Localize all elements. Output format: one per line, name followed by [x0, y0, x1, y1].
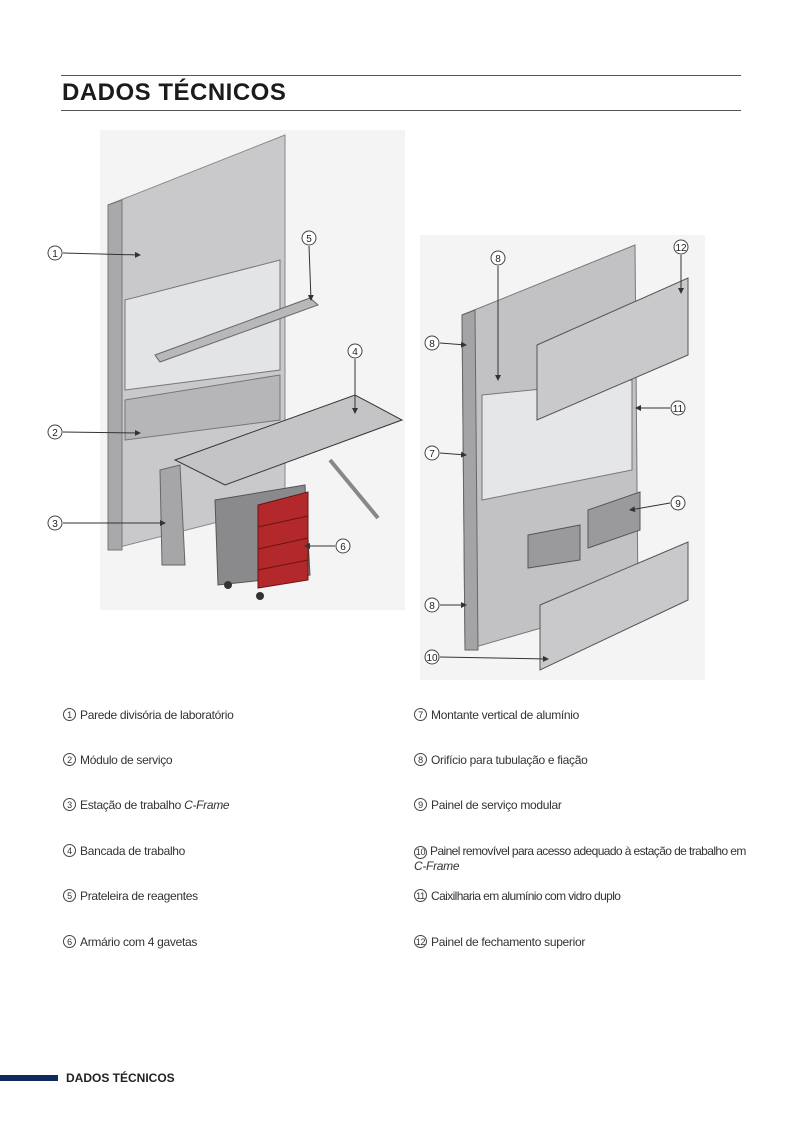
- technical-illustrations: 1 5 4 2 3 6 8 12 8 11 7 9 8 10: [47, 130, 705, 680]
- svg-text:3: 3: [52, 519, 58, 530]
- legend-item: 3 Estação de trabalho C-Frame: [63, 798, 230, 812]
- legend-text: Prateleira de reagentes: [80, 889, 198, 903]
- callout-3: 3: [47, 515, 166, 531]
- legend-number: 8: [414, 753, 427, 766]
- legend-text: Montante vertical de alumínio: [431, 708, 580, 722]
- legend-item: 1 Parede divisória de laboratório: [63, 708, 234, 722]
- legend-text: Painel de fechamento superior: [431, 935, 586, 949]
- legend-item: 7 Montante vertical de alumínio: [414, 708, 579, 722]
- title-rule: [61, 110, 741, 111]
- svg-text:5: 5: [306, 234, 312, 245]
- callout-11: 11: [635, 400, 686, 416]
- legend-item: 11 Caixilharia em alumínio com vidro dupl…: [414, 889, 621, 903]
- legend-number: 9: [414, 798, 427, 811]
- footer-label: DADOS TÉCNICOS: [66, 1071, 175, 1085]
- callout-8b: 8: [424, 335, 467, 351]
- legend-text: Caixilharia em alumínio com vidro duplo: [431, 889, 621, 903]
- legend-text: Armário com 4 gavetas: [80, 935, 198, 949]
- legend-text: Estação de trabalho C-Frame: [80, 798, 230, 812]
- callout-1: 1: [47, 245, 141, 261]
- svg-text:11: 11: [673, 404, 684, 415]
- callout-12: 12: [673, 239, 689, 294]
- legend-number: 11: [414, 889, 427, 902]
- legend-text: Parede divisória de laboratório: [80, 708, 234, 722]
- svg-text:7: 7: [429, 449, 435, 460]
- svg-text:1: 1: [52, 249, 58, 260]
- legend-text: Painel removível para acesso adequado à …: [430, 844, 746, 858]
- svg-text:10: 10: [426, 653, 438, 664]
- legend-text-main: Estação de trabalho: [80, 798, 185, 812]
- legend-text-italic: C-Frame: [414, 858, 460, 873]
- legend-number: 7: [414, 708, 427, 721]
- legend-item: 4 Bancada de trabalho: [63, 844, 185, 858]
- callout-5: 5: [301, 230, 317, 301]
- svg-text:8: 8: [429, 601, 435, 612]
- svg-text:8: 8: [495, 254, 501, 265]
- callout-8c: 8: [424, 597, 467, 613]
- svg-text:2: 2: [52, 428, 58, 439]
- callout-10: 10: [424, 649, 549, 665]
- legend-number: 4: [63, 844, 76, 857]
- legend-number: 5: [63, 889, 76, 902]
- legend-text: Orifício para tubulação e fiação: [431, 753, 588, 767]
- lab-wall-workstation-illustration: [100, 130, 405, 610]
- legend-text: Painel de serviço modular: [431, 798, 562, 812]
- callout-9: 9: [629, 495, 686, 513]
- legend-item: 6 Armário com 4 gavetas: [63, 935, 197, 949]
- legend-text: Bancada de trabalho: [80, 844, 186, 858]
- exploded-wall-panel-illustration: [420, 235, 705, 680]
- svg-text:12: 12: [675, 243, 687, 254]
- svg-text:6: 6: [340, 542, 346, 553]
- footer-accent-bar: [0, 1075, 58, 1081]
- callout-6: 6: [304, 538, 351, 554]
- legend-number: 10: [414, 845, 427, 859]
- legend-item: 9 Painel de serviço modular: [414, 798, 562, 812]
- page-title: DADOS TÉCNICOS: [62, 79, 287, 106]
- callout-8a: 8: [490, 250, 506, 381]
- legend-item: 10 Painel removível para acesso adequado…: [414, 844, 774, 873]
- callout-2: 2: [47, 424, 141, 440]
- legend-number: 2: [63, 753, 76, 766]
- legend-number: 3: [63, 798, 76, 811]
- legend-text: Módulo de serviço: [80, 753, 173, 767]
- legend-text-italic: C-Frame: [184, 798, 230, 812]
- legend-item: 12 Painel de fechamento superior: [414, 935, 585, 949]
- svg-text:4: 4: [352, 347, 358, 358]
- callout-4: 4: [347, 343, 363, 414]
- legend-number: 1: [63, 708, 76, 721]
- legend-item: 5 Prateleira de reagentes: [63, 889, 198, 903]
- legend-item: 8 Orifício para tubulação e fiação: [414, 753, 588, 767]
- legend-item: 2 Módulo de serviço: [63, 753, 173, 767]
- svg-text:9: 9: [675, 499, 681, 510]
- legend-number: 12: [414, 935, 427, 948]
- callouts: 1 5 4 2 3 6 8 12 8 11 7 9 8 10: [47, 230, 689, 665]
- svg-text:8: 8: [429, 339, 435, 350]
- top-rule: [61, 75, 741, 76]
- legend-number: 6: [63, 935, 76, 948]
- callout-7: 7: [424, 445, 467, 461]
